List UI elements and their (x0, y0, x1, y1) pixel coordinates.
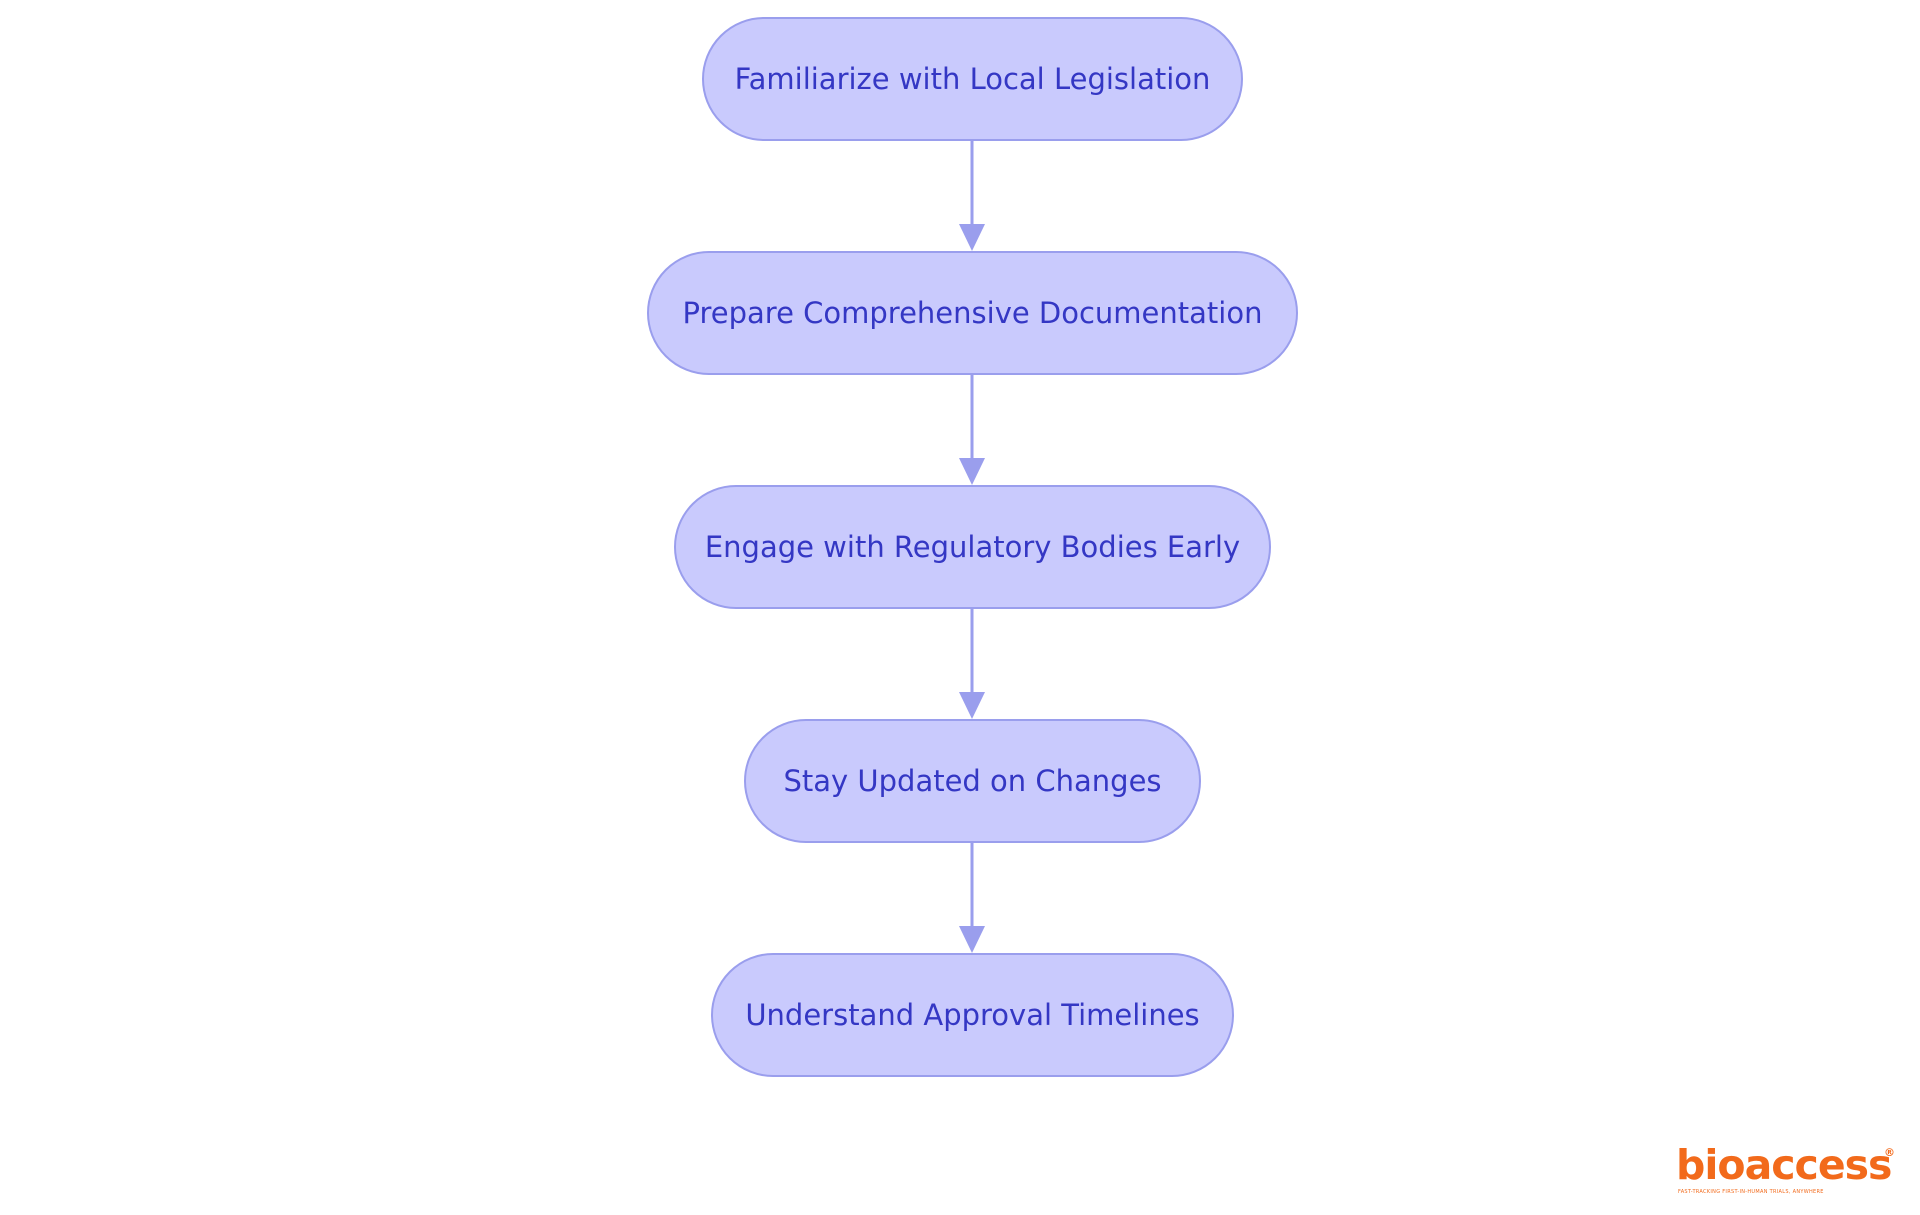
step-prepare-documentation: Prepare Comprehensive Documentation (647, 251, 1298, 375)
step-stay-updated: Stay Updated on Changes (744, 719, 1201, 843)
step-approval-timelines: Understand Approval Timelines (711, 953, 1234, 1077)
connector-1-2 (959, 141, 985, 251)
step-engage-regulatory-bodies: Engage with Regulatory Bodies Early (674, 485, 1271, 609)
step-familiarize-legislation: Familiarize with Local Legislation (702, 17, 1243, 141)
arrowhead-icon (959, 224, 985, 251)
registered-mark-icon: ® (1884, 1146, 1895, 1159)
arrowhead-icon (959, 458, 985, 485)
arrowhead-icon (959, 692, 985, 719)
arrowhead-icon (959, 926, 985, 953)
bioaccess-logo: bioaccess ® FAST-TRACKING FIRST-IN-HUMAN… (1676, 1142, 1896, 1198)
logo-wordmark: bioaccess (1676, 1141, 1892, 1189)
connector-2-3 (959, 375, 985, 485)
connector-4-5 (959, 843, 985, 953)
connector-3-4 (959, 609, 985, 719)
logo-tagline: FAST-TRACKING FIRST-IN-HUMAN TRIALS, ANY… (1678, 1189, 1824, 1195)
